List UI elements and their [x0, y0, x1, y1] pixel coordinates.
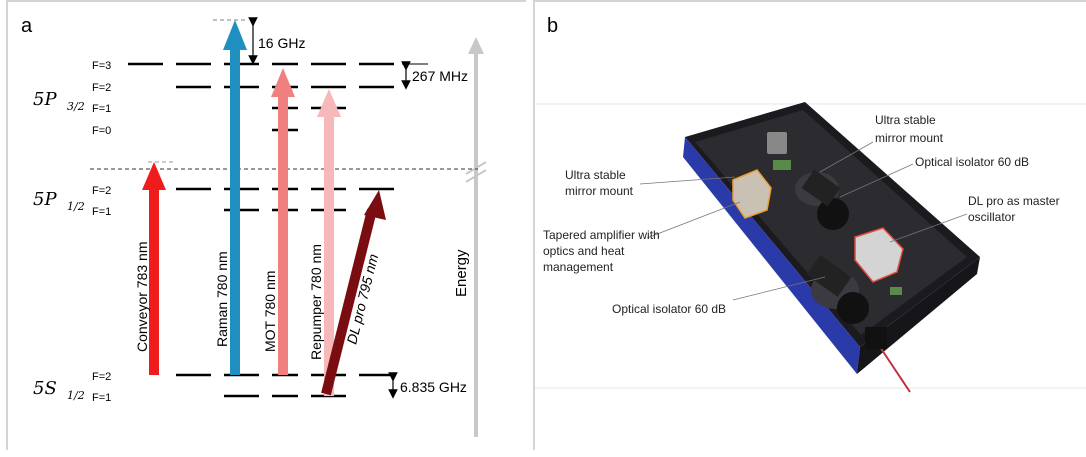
- f-label: F=1: [92, 206, 111, 218]
- laser-repumper-arrow: Repumper 780 nm: [308, 89, 341, 396]
- svg-text:3/2: 3/2: [67, 100, 85, 113]
- f-label: F=2: [92, 371, 111, 383]
- svg-text:5P: 5P: [33, 189, 57, 210]
- annotation-leaders: [639, 141, 968, 301]
- svg-text:MOT 780 nm: MOT 780 nm: [262, 271, 278, 352]
- energy-axis-label: Energy: [453, 249, 470, 297]
- label-dl-pro: DL pro as master: [968, 194, 1060, 208]
- panel-label-b: b: [547, 15, 558, 37]
- output-beam: [879, 346, 911, 393]
- axis-break-mark: [465, 161, 487, 175]
- laser-conveyor-arrow: Conveyor 783 nm: [134, 162, 166, 375]
- laser-module-illustration: b: [535, 15, 1086, 393]
- label-isolator-top: Optical isolator 60 dB: [915, 155, 1029, 169]
- f-label: F=2: [92, 185, 111, 197]
- term-5p12: 5P 1/2: [33, 189, 85, 213]
- term-5s12: 5S 1/2: [33, 378, 85, 402]
- svg-text:16 GHz: 16 GHz: [258, 35, 305, 51]
- f-label: F=1: [92, 392, 111, 404]
- f-label: F=3: [92, 60, 111, 72]
- axis-break-mark: [465, 169, 487, 183]
- label-mirror-mount-top: Ultra stable: [875, 113, 936, 127]
- energy-axis-arrowhead: [468, 37, 484, 54]
- label-tapered-amplifier: Tapered amplifier with: [543, 228, 660, 242]
- label-mirror-mount-top: mirror mount: [875, 131, 944, 145]
- svg-text:Conveyor 783 nm: Conveyor 783 nm: [134, 241, 150, 352]
- laser-dlpro-arrow: DL pro 795 nm: [321, 190, 386, 396]
- panel-b-laser-module-photo: b: [533, 0, 1086, 450]
- svg-text:1/2: 1/2: [67, 200, 85, 213]
- label-tapered-amplifier: management: [543, 260, 614, 274]
- svg-text:Repumper 780 nm: Repumper 780 nm: [308, 244, 324, 360]
- internal-components: [767, 132, 902, 324]
- tapered-amplifier-highlight: [732, 169, 772, 219]
- label-isolator-bottom: Optical isolator 60 dB: [612, 302, 726, 316]
- svg-text:267 MHz: 267 MHz: [412, 68, 468, 84]
- laser-raman-arrow: Raman 780 nm: [214, 20, 247, 375]
- f-label: F=0: [92, 125, 111, 137]
- f-label: F=1: [92, 103, 111, 115]
- label-dl-pro: oscillator: [968, 210, 1015, 224]
- output-port: [865, 327, 887, 349]
- splitting-ground: 6.835 GHz: [388, 372, 467, 399]
- splitting-p32: 267 MHz: [401, 61, 468, 90]
- level-dashes: [128, 62, 394, 398]
- svg-text:5S: 5S: [33, 378, 57, 399]
- svg-text:5P: 5P: [33, 89, 57, 110]
- hyperfine-labels: F=3 F=2 F=1 F=0 F=2 F=1 F=2 F=1: [92, 60, 111, 404]
- splitting-detuning: 16 GHz: [248, 17, 305, 65]
- energy-level-diagram: a Energy 5P 3/2 5P 1/2 5S 1/2 F=3 F=2 F=…: [21, 15, 487, 437]
- label-tapered-amplifier: optics and heat: [543, 244, 625, 258]
- label-mirror-mount-left: Ultra stable: [565, 168, 626, 182]
- panel-label-a: a: [21, 15, 33, 37]
- laser-mot-arrow: MOT 780 nm: [262, 68, 295, 375]
- svg-text:1/2: 1/2: [67, 389, 85, 402]
- f-label: F=2: [92, 82, 111, 94]
- term-5p32: 5P 3/2: [33, 89, 85, 113]
- label-mirror-mount-left: mirror mount: [565, 184, 634, 198]
- svg-text:Raman 780 nm: Raman 780 nm: [214, 251, 230, 347]
- panel-a-energy-diagram: a Energy 5P 3/2 5P 1/2 5S 1/2 F=3 F=2 F=…: [6, 0, 526, 450]
- svg-text:6.835 GHz: 6.835 GHz: [400, 379, 467, 395]
